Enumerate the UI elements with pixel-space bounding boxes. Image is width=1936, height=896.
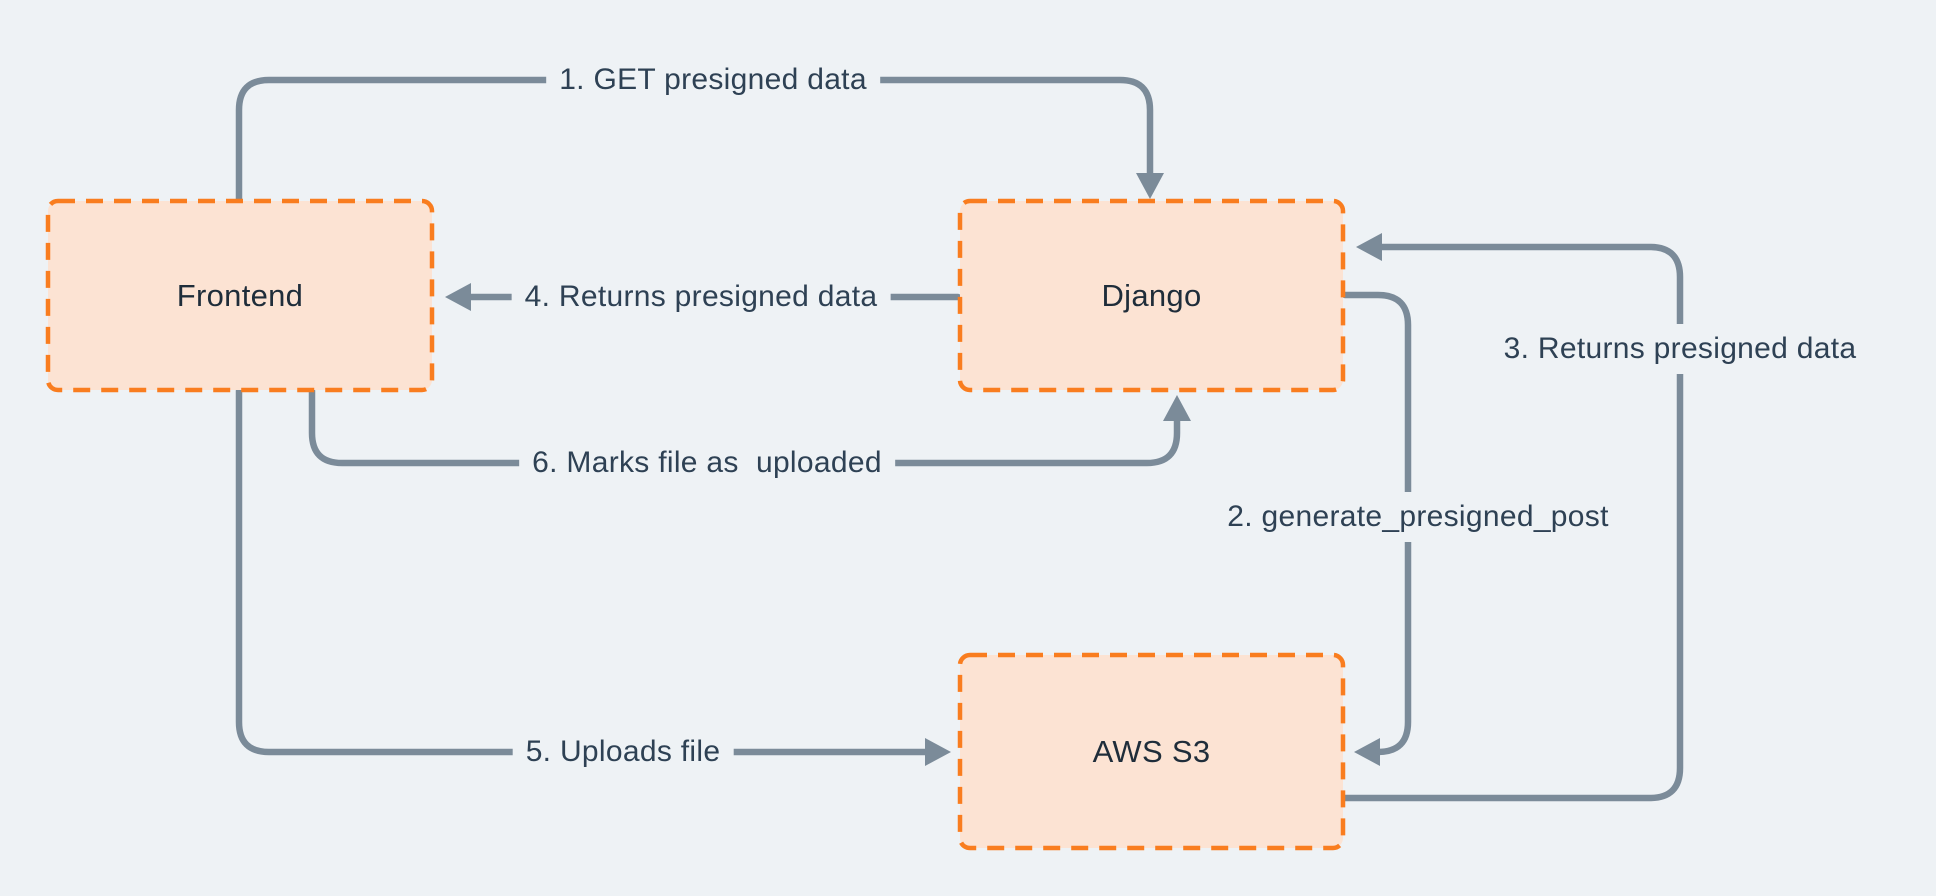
edge-5-path [235, 387, 930, 756]
edge-6-path [308, 387, 1181, 467]
edge-6-arrowhead [1163, 395, 1191, 421]
edge-1-path [235, 76, 1154, 203]
edge-4-arrowhead [445, 283, 471, 311]
aws-s3-node [957, 652, 1346, 851]
edge-1-arrowhead [1136, 173, 1164, 199]
edge-3-path [1341, 243, 1684, 802]
frontend-node [45, 198, 435, 393]
edge-2-arrowhead [1354, 738, 1380, 766]
django-node [957, 198, 1346, 393]
edge-3-arrowhead [1356, 233, 1382, 261]
edge-2-path [1341, 291, 1412, 756]
edge-5-arrowhead [925, 738, 951, 766]
